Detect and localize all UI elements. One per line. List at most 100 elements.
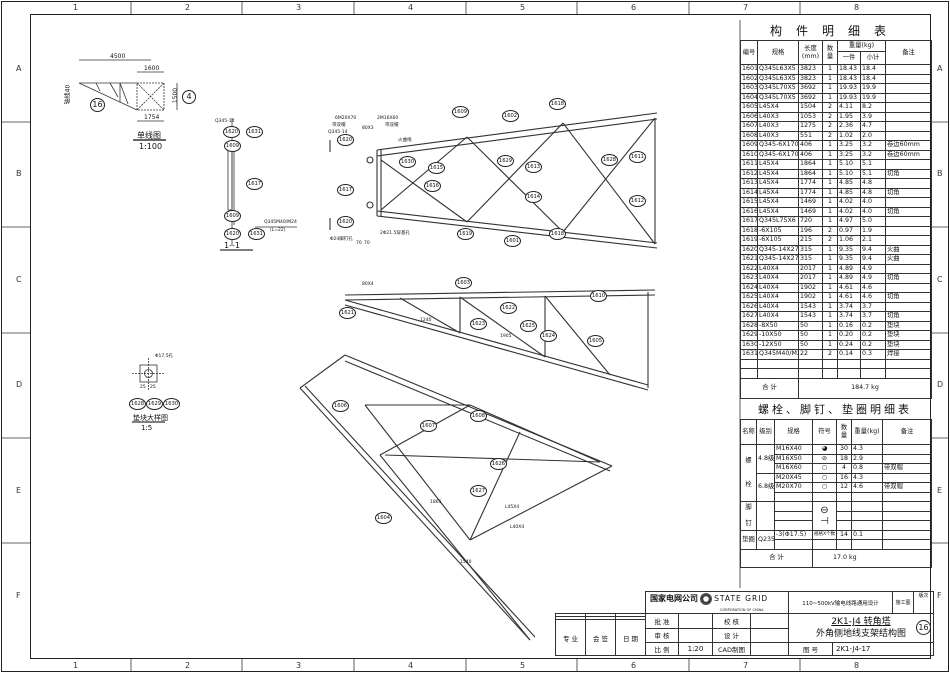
hdr-grade: 级别 <box>756 419 775 445</box>
part-weight-each: 4.11 <box>837 102 861 113</box>
part-weight-sub: 19.9 <box>860 83 886 94</box>
bubble: 1617 <box>246 178 263 190</box>
hdr-remark: 备注 <box>882 419 932 445</box>
part-remark: 垫块 <box>885 330 932 341</box>
hdr-weight: 重量(kg) <box>851 419 883 445</box>
grid-label: 8 <box>854 3 860 12</box>
part-weight-sub: 0.2 <box>860 320 886 331</box>
part-no: 1626 <box>740 301 758 312</box>
part-remark <box>885 197 932 208</box>
company-name: 国家电网公司 <box>650 593 698 603</box>
drawing-note: 带双帽 <box>332 123 346 128</box>
rev-header: 专 业 <box>555 619 586 656</box>
part-weight-sub: 0.3 <box>860 349 886 360</box>
part-length: 1902 <box>798 292 823 303</box>
part-bubble: 1630 <box>399 156 416 168</box>
part-qty: 1 <box>822 301 838 312</box>
part-qty: 2 <box>822 225 838 236</box>
part-spec: L40X4 <box>757 282 799 293</box>
part-weight-each: 18.43 <box>837 64 861 75</box>
part-weight-each: 1.95 <box>837 111 861 122</box>
part-weight-sub: 3.9 <box>860 111 886 122</box>
part-spec: Q345L63X5 <box>757 73 799 84</box>
part-length: 3823 <box>798 64 823 75</box>
drawing-note: 80X3 <box>362 126 374 131</box>
grid-label: 4 <box>408 661 414 670</box>
part-no: 1630 <box>740 339 758 350</box>
part-bubble: 1615 <box>428 162 445 174</box>
part-qty: 1 <box>822 92 838 103</box>
part-weight-sub: 18.4 <box>860 73 886 84</box>
part-spec: L40X4 <box>757 263 799 274</box>
part-qty: 2 <box>822 121 838 132</box>
bubble: 1620 <box>223 126 240 138</box>
section-plate: Q345-14 <box>215 119 235 124</box>
washer-title: 垫块大样图 <box>133 414 168 422</box>
part-remark <box>885 159 932 170</box>
bubble: 1609 <box>224 210 241 222</box>
part-no: 1616 <box>740 206 758 217</box>
ref-no: 4 <box>182 90 196 104</box>
part-weight-each: 0.16 <box>837 320 861 331</box>
grid-label: E <box>16 486 22 495</box>
part-no: 1621 <box>740 254 758 265</box>
part-weight-each: 5.10 <box>837 159 861 170</box>
grid-label: 7 <box>743 661 749 670</box>
part-weight-sub: 0.2 <box>860 330 886 341</box>
hdr-weight: 重量(kg) <box>837 40 886 52</box>
part-bubble: 1617 <box>337 184 354 196</box>
part-length: 3692 <box>798 83 823 94</box>
part-weight-each: 19.93 <box>837 83 861 94</box>
part-weight-each: 4.85 <box>837 178 861 189</box>
part-qty: 1 <box>822 254 838 265</box>
grid-label: 7 <box>743 3 749 12</box>
part-remark <box>885 111 932 122</box>
part-weight-sub: 9.4 <box>860 254 886 265</box>
part-no: 1614 <box>740 187 758 198</box>
grid-label: D <box>937 380 944 389</box>
bolt-weight: 4.6 <box>851 482 883 493</box>
part-spec: L45X4 <box>757 197 799 208</box>
part-remark <box>885 225 932 236</box>
part-qty: 1 <box>822 244 838 255</box>
part-length: 1864 <box>798 168 823 179</box>
part-bubble: 1604 <box>375 512 392 524</box>
part-weight-sub: 18.4 <box>860 64 886 75</box>
check-label: 校 核 <box>712 613 751 629</box>
part-remark: 切角 <box>885 168 932 179</box>
middle-truss <box>344 289 656 391</box>
part-spec: L45X4 <box>757 206 799 217</box>
part-spec: L45X4 <box>757 178 799 189</box>
bolt-remark <box>882 453 932 464</box>
washer-dim-b: 25 <box>150 385 156 390</box>
drawing-note: 70 <box>364 241 370 246</box>
part-spec: Q345L63X5 <box>757 64 799 75</box>
part-bubble: 1621 <box>339 307 356 319</box>
part-bubble: 1620 <box>337 216 354 228</box>
version-label: 版次 <box>913 591 934 614</box>
bolt-spec: M20X70 <box>774 482 813 493</box>
cad-label: CAD制图 <box>712 642 751 656</box>
hdr-length-unit: (mm) <box>801 52 820 60</box>
part-spec: -12X50 <box>757 339 799 350</box>
hdr-each: 一件 <box>837 50 861 66</box>
hdr-qty: 数量 <box>822 40 838 65</box>
part-weight-each: 4.02 <box>837 197 861 208</box>
dim-left: 轴线40 <box>64 84 72 105</box>
part-no: 1610 <box>740 149 758 160</box>
grid-label: 3 <box>296 661 302 670</box>
single-line-diagram <box>78 59 178 141</box>
part-length: 406 <box>798 149 823 160</box>
part-weight-each: 3.25 <box>837 140 861 151</box>
part-bubble: 1622 <box>500 302 517 314</box>
part-weight-each: 9.35 <box>837 254 861 265</box>
part-qty: 1 <box>822 311 838 322</box>
part-weight-sub: 2.0 <box>860 130 886 141</box>
part-remark <box>885 130 932 141</box>
part-bubble: 1614 <box>525 191 542 203</box>
grid-label: 2 <box>185 661 191 670</box>
section-note-spec: Q345M40/M24 <box>264 220 297 225</box>
